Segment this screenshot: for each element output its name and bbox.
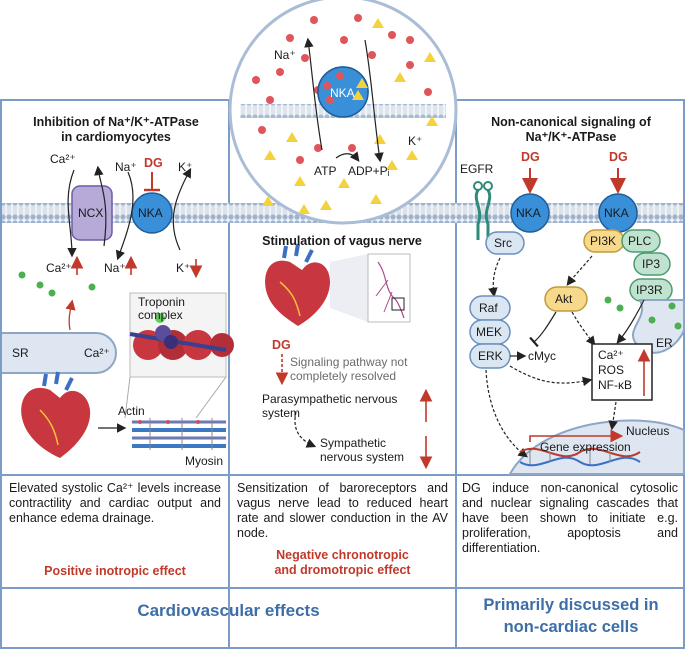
troponin-line1: Troponin <box>138 295 185 309</box>
label-k-bottom: K⁺ <box>176 261 191 275</box>
label-cmyc: cMyc <box>528 349 556 363</box>
label-ros: ROS <box>598 363 625 377</box>
middle-effect-line2: and dromotropic effect <box>274 563 411 577</box>
circle-label-adp: ADP+Pᵢ <box>348 164 390 178</box>
label-ip3: IP3 <box>642 257 661 271</box>
right-title-line1: Non-canonical signaling of <box>491 115 651 129</box>
label-nfkb: NF-κB <box>598 378 632 392</box>
dna-icon <box>519 447 641 467</box>
circle-label-atp: ATP <box>314 164 337 178</box>
label-dg-right-2: DG <box>609 150 628 164</box>
sympathetic-label: Sympathetic nervous system <box>320 436 404 464</box>
label-plc: PLC <box>628 234 652 248</box>
label-mek: MEK <box>476 325 503 339</box>
label-myosin: Myosin <box>185 454 224 468</box>
nerve-icon <box>375 261 405 319</box>
label-ca-right: Ca²⁺ <box>598 348 624 362</box>
circle-label-nka: NKA <box>330 86 355 100</box>
circle-label-na: Na⁺ <box>274 48 296 62</box>
pathway-note: Signaling pathway not completely resolve… <box>290 355 407 383</box>
footer-right-line2: non-cardiac cells <box>503 618 639 636</box>
left-effect: Positive inotropic effect <box>44 564 186 578</box>
right-title-line2: Na⁺/K⁺-ATPase <box>525 130 617 144</box>
label-k-top: K⁺ <box>178 160 193 174</box>
pathway-line1: Signaling pathway not <box>290 355 408 369</box>
parasympathetic-line1: Parasympathetic nervous <box>262 392 398 406</box>
label-ip3r: IP3R <box>636 283 663 297</box>
label-dg-right-1: DG <box>521 150 540 164</box>
nka-pump-right-1 <box>510 193 550 233</box>
label-ncx: NCX <box>78 206 104 220</box>
label-er: ER <box>656 336 673 350</box>
middle-description: Sensitization of baroreceptors and vagus… <box>237 481 448 540</box>
left-panel-title: Inhibition of Na⁺/K⁺-ATPase in cardiomyo… <box>10 115 222 145</box>
label-src: Src <box>494 236 512 250</box>
heart-icon <box>265 243 330 326</box>
sodium-ions <box>252 14 432 164</box>
troponin-icon <box>129 313 234 360</box>
sarcoplasmic-reticulum <box>2 332 117 374</box>
middle-effect: Negative chronotropic and dromotropic ef… <box>237 548 448 578</box>
label-raf: Raf <box>479 301 498 315</box>
label-gene-expression: Gene expression <box>540 440 631 454</box>
label-na-bottom: Na⁺ <box>104 261 126 275</box>
parasympathetic-label: Parasympathetic nervous system <box>262 392 397 420</box>
circle-label-k: K⁺ <box>408 134 423 148</box>
label-erk: ERK <box>478 349 503 363</box>
ncx-transporter <box>71 185 113 241</box>
label-nucleus: Nucleus <box>626 424 670 438</box>
nerve-inset <box>367 253 411 323</box>
label-nka-left: NKA <box>138 206 163 220</box>
actin-myosin-icon <box>132 418 226 450</box>
label-ca-top: Ca²⁺ <box>50 152 76 166</box>
left-title-line1: Inhibition of Na⁺/K⁺-ATPase <box>33 115 199 129</box>
left-panel-graphics <box>2 165 234 458</box>
label-actin: Actin <box>118 404 145 418</box>
label-ca-sr: Ca²⁺ <box>84 346 110 360</box>
label-dg-left: DG <box>144 156 163 170</box>
troponin-line2: complex <box>138 308 183 322</box>
left-description: Elevated systolic Ca²⁺ levels increase c… <box>9 481 221 525</box>
right-panel-graphics <box>469 168 685 475</box>
middle-panel-graphics <box>228 0 458 470</box>
label-akt: Akt <box>555 292 573 306</box>
label-na-top: Na⁺ <box>115 160 137 174</box>
sympathetic-line2: nervous system <box>320 450 405 464</box>
right-panel-title: Non-canonical signaling of Na⁺/K⁺-ATPase <box>460 115 682 145</box>
label-sr: SR <box>12 346 29 360</box>
right-description: DG induce non-canonical cytosolic and nu… <box>462 481 678 555</box>
footer-right: Primarily discussed in non-cardiac cells <box>458 594 684 638</box>
pathway-line2: completely resolved <box>290 369 397 383</box>
parasympathetic-line2: system <box>262 406 301 420</box>
label-dg-middle: DG <box>272 338 291 352</box>
middle-panel-title: Stimulation of vagus nerve <box>262 234 422 248</box>
label-pi3k: PI3K <box>590 234 617 248</box>
label-nka-right-1: NKA <box>516 206 541 220</box>
messenger-list: Ca²⁺ ROS NF-κB <box>598 348 632 393</box>
label-troponin: Troponin complex <box>138 296 185 322</box>
label-ca-bottom: Ca²⁺ <box>46 261 72 275</box>
middle-effect-line1: Negative chronotropic <box>276 548 409 562</box>
label-nka-right-2: NKA <box>604 206 629 220</box>
label-egfr: EGFR <box>460 162 494 176</box>
sympathetic-line1: Sympathetic <box>320 436 387 450</box>
footer-right-line1: Primarily discussed in <box>483 596 659 614</box>
left-title-line2: in cardiomyocytes <box>61 130 171 144</box>
footer-left: Cardiovascular effects <box>137 601 320 620</box>
heart-icon <box>21 371 91 458</box>
